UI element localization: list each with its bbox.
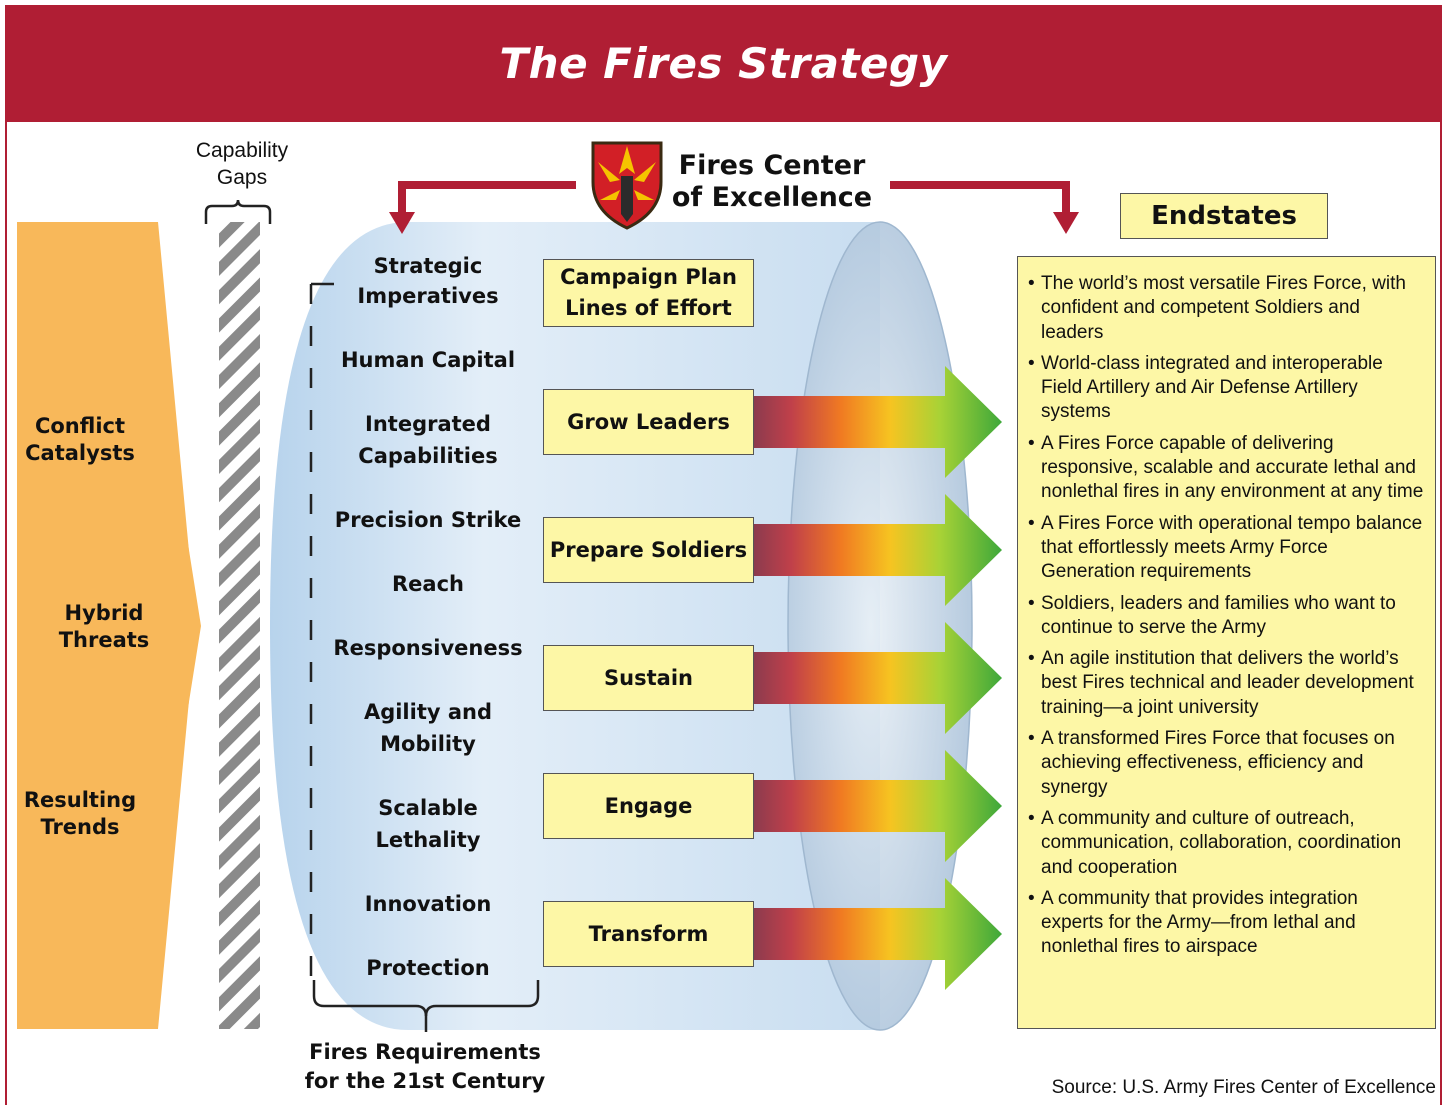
endstate-item: •The world’s most versatile Fires Force,… [1028,273,1406,343]
strategic-imperatives-header: Strategic Imperatives [357,254,499,308]
lines-of-effort-header: Campaign Plan Lines of Effort [543,259,754,327]
capability-gaps-bar [219,222,260,1029]
loe-grow-leaders: Grow Leaders [543,389,754,455]
endstates-title: Endstates [1120,193,1328,239]
source-caption: Source: U.S. Army Fires Center of Excell… [1051,1077,1436,1098]
gaps-brace [204,199,272,224]
left-item-conflict-catalysts: Conflict Catalysts [25,414,135,465]
page-title: The Fires Strategy [499,39,948,88]
header-bar: The Fires Strategy [5,5,1442,122]
imperative-item: Human Capital [340,348,516,372]
loe-prepare-soldiers: Prepare Soldiers [543,517,754,583]
loe-arrow-1 [754,366,1002,478]
endstates-list: •The world’s most versatile Fires Force,… [1017,256,1436,1029]
fcoe-arrow-right [890,181,1070,214]
loe-arrow-3 [754,622,1002,734]
orange-chevron-band [117,222,201,1029]
endstate-item: •Soldiers, leaders and families who want… [1028,592,1396,638]
imperative-item: Agility and Mobility [363,700,493,756]
fires-shield-insignia-icon [591,141,663,230]
endstate-item: •An agile institution that delivers the … [1028,648,1414,718]
fcoe-title: Fires Center of Excellence [671,150,873,213]
endstate-item: •World-class integrated and interoperabl… [1028,352,1383,423]
loe-engage: Engage [543,773,754,839]
loe-arrows [754,366,1002,990]
imperative-item: Responsiveness [333,636,523,660]
loe-arrow-5 [754,878,1002,990]
endstate-item: •A community and culture of outreach, co… [1028,807,1402,878]
imperative-item: Protection [366,956,490,980]
endstate-item: •A Fires Force with operational tempo ba… [1028,512,1423,583]
capability-gaps-label: Capability Gaps [195,139,289,189]
left-item-resulting-trends: Resulting Trends [23,788,137,839]
loe-sustain: Sustain [543,645,754,711]
loe-arrow-4 [754,750,1002,862]
fires-requirements-label: Fires Requirements for the 21st Century [304,1040,546,1093]
loe-arrow-2 [754,494,1002,606]
fcoe-arrow-left [398,181,576,214]
endstate-item: •A transformed Fires Force that focuses … [1028,728,1395,798]
endstate-item: •A community that provides integration e… [1028,887,1358,958]
imperative-item: Reach [392,572,464,596]
imperative-item: Integrated Capabilities [358,412,498,468]
left-item-hybrid-threats: Hybrid Threats [58,601,150,652]
imperative-item: Innovation [364,892,492,916]
imperative-item: Precision Strike [334,508,522,532]
imperative-item: Scalable Lethality [375,796,481,852]
endstate-item: •A Fires Force capable of delivering res… [1028,432,1424,503]
loe-transform: Transform [543,901,754,967]
